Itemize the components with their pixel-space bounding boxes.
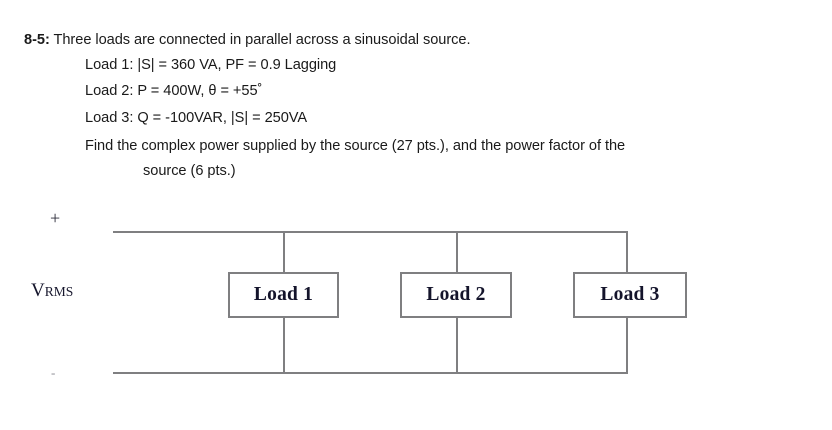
load-3-spec: Load 3: Q = -100VAR, |S| = 250VA <box>85 110 308 126</box>
load-2-spec: Load 2: P = 400W, θ = +55˚ <box>85 83 263 99</box>
problem-statement-text: Three loads are connected in parallel ac… <box>49 32 471 48</box>
problem-statement-line: 8-5: Three loads are connected in parall… <box>24 32 471 48</box>
source-negative-terminal-sign: - <box>51 365 56 380</box>
bottom-rail-wire <box>113 372 628 374</box>
question-line-2: source (6 pts.) <box>143 163 236 179</box>
top-rail-wire <box>113 231 628 233</box>
question-line-1: Find the complex power supplied by the s… <box>85 138 626 154</box>
source-positive-terminal-sign: + <box>50 208 61 228</box>
source-voltage-subscript: RMS <box>44 284 74 299</box>
load-1-spec: Load 1: |S| = 360 VA, PF = 0.9 Lagging <box>85 57 337 73</box>
load-block-1: Load 1 <box>228 272 339 318</box>
load-block-2: Load 2 <box>400 272 512 318</box>
circuit-diagram: + - VRMS Load 1 Load 2 Load 3 <box>0 195 832 395</box>
source-voltage-symbol: V <box>31 280 45 301</box>
load-block-3: Load 3 <box>573 272 687 318</box>
problem-number: 8-5: <box>24 32 50 48</box>
source-voltage-label: VRMS <box>31 281 73 300</box>
